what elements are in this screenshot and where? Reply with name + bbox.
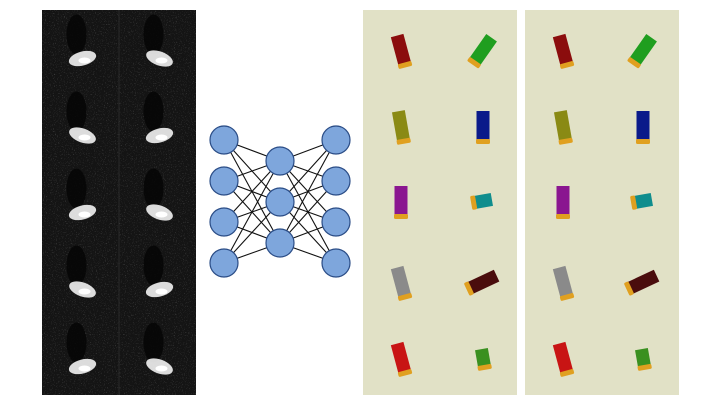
cylinder-object: [553, 110, 573, 145]
sonar-tile: [143, 245, 174, 298]
sonar-tile: [143, 322, 173, 375]
cylinder-object: [635, 348, 652, 371]
predicted-render-panel: [363, 10, 517, 395]
network-node: [265, 228, 295, 258]
sonar-image-panel: [42, 10, 196, 395]
sonar-tile: [66, 91, 96, 144]
network-node: [209, 207, 239, 237]
sonar-tile: [143, 168, 173, 221]
neural-network-diagram: [209, 125, 351, 278]
cylinder-object: [627, 33, 657, 69]
cylinder-object: [552, 33, 575, 69]
network-node: [265, 146, 295, 176]
cylinder-object: [391, 110, 411, 145]
cylinder-object: [624, 269, 660, 296]
cylinder-object: [390, 341, 413, 377]
cylinder-object: [470, 193, 493, 210]
sonar-tile: [66, 14, 97, 67]
network-node: [209, 166, 239, 196]
network-node: [209, 125, 239, 155]
network-node: [321, 166, 351, 196]
cylinder-object: [464, 269, 500, 296]
cylinder-object: [636, 111, 650, 144]
network-node: [265, 187, 295, 217]
network-node: [321, 248, 351, 278]
sonar-tile: [66, 322, 97, 375]
network-edge: [279, 139, 337, 244]
network-node: [209, 248, 239, 278]
network-edge: [223, 160, 281, 264]
sonar-tile: [66, 168, 97, 221]
cylinder-object: [556, 186, 570, 219]
sonar-tile: [143, 14, 173, 67]
sonar-tile: [143, 91, 174, 144]
network-nodes: [209, 125, 351, 278]
network-node: [321, 125, 351, 155]
sonar-tile: [66, 245, 96, 298]
cylinder-object: [390, 33, 413, 69]
cylinder-object: [394, 186, 408, 219]
network-node: [321, 207, 351, 237]
cylinder-object: [552, 341, 575, 377]
cylinder-object: [552, 265, 575, 301]
cylinder-object: [390, 265, 413, 301]
cylinder-object: [467, 33, 497, 69]
cylinder-object: [630, 193, 653, 210]
cylinder-object: [476, 111, 490, 144]
cylinder-object: [475, 348, 492, 371]
ground-truth-render-panel: [525, 10, 679, 395]
